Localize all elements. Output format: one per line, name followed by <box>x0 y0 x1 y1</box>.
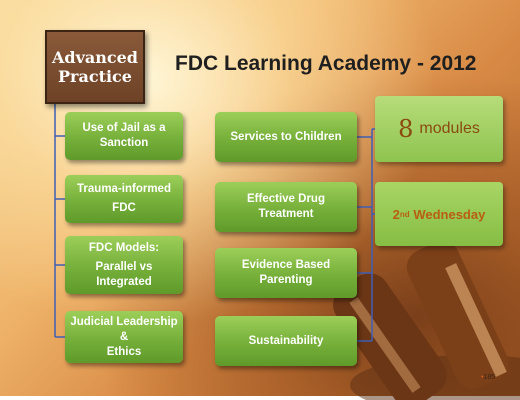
schedule-suffix: nd <box>399 209 410 219</box>
module-label: Parallel vs <box>95 260 153 273</box>
module-label: Use of Jail as a <box>82 122 166 134</box>
page-number-text: 185 <box>483 374 496 381</box>
schedule-weekday: Wednesday <box>413 206 486 222</box>
page-number: •185 <box>481 374 496 381</box>
advanced-practice-box: Advanced Practice <box>45 30 145 104</box>
module-label: Effective Drug <box>247 193 325 205</box>
schedule-day: 2 <box>392 206 400 222</box>
module-box-fdc-models: FDC Models: Parallel vs Integrated <box>65 236 183 294</box>
module-label: FDC Models: <box>88 241 160 254</box>
module-box-drug-treatment: Effective Drug Treatment <box>215 182 357 232</box>
module-box-evidence-parenting: Evidence Based Parenting <box>215 248 357 298</box>
module-box-services-to-children: Services to Children <box>215 112 357 162</box>
module-label: FDC <box>112 202 136 214</box>
module-label: Services to Children <box>230 130 342 143</box>
module-label: Sanction <box>99 137 149 149</box>
module-label: Judicial Leadership & <box>70 315 178 343</box>
slide-title: FDC Learning Academy - 2012 <box>175 52 477 75</box>
module-label: Integrated <box>96 275 152 288</box>
modules-count-box: 8 modules <box>375 96 503 162</box>
modules-number: 8 <box>398 115 414 143</box>
module-label: Parenting <box>259 274 313 286</box>
module-box-trauma-informed: Trauma-informed FDC <box>65 175 183 223</box>
module-label: Ethics <box>106 345 142 358</box>
module-box-jail-sanction: Use of Jail as a Sanction <box>65 112 183 160</box>
advanced-practice-line1: Advanced <box>51 48 138 67</box>
module-box-sustainability: Sustainability <box>215 316 357 366</box>
advanced-practice-line2: Practice <box>58 67 132 86</box>
modules-label: modules <box>419 120 480 137</box>
module-box-judicial-leadership: Judicial Leadership & Ethics <box>65 311 183 363</box>
module-label: Sustainability <box>248 334 324 347</box>
gavel-image <box>333 241 520 400</box>
module-label: Treatment <box>258 208 314 220</box>
module-label: Evidence Based <box>241 259 331 271</box>
module-label: Trauma-informed <box>77 183 171 195</box>
